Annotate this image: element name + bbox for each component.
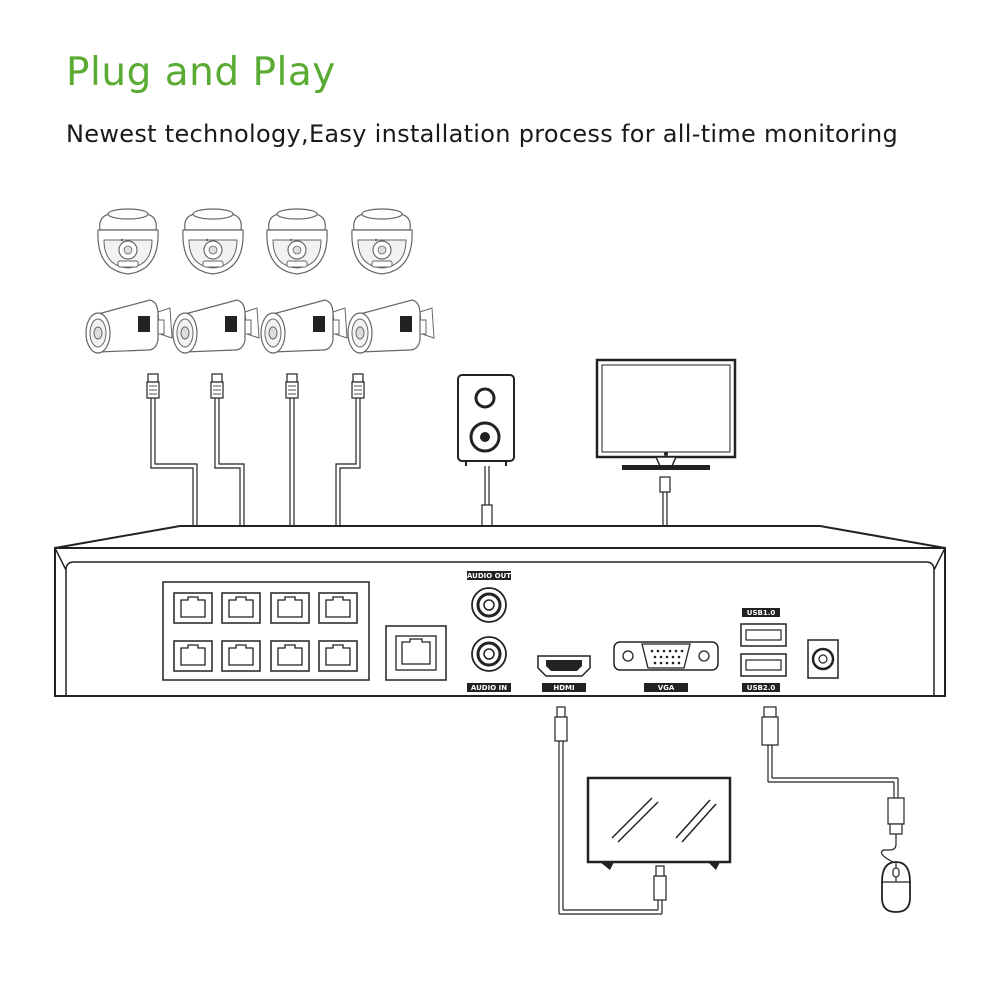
power-port[interactable] (807, 639, 839, 679)
wan-port[interactable] (385, 625, 447, 681)
bullet-camera-icon (260, 299, 348, 354)
rj45-plug-icon (210, 373, 224, 399)
lan-port[interactable] (221, 640, 261, 672)
dome-camera-icon (97, 208, 159, 275)
rj45-plug-icon (285, 373, 299, 399)
audio-out-port[interactable]: AUDIO OUT (467, 571, 511, 623)
usb1-port[interactable]: USB1.0 (740, 608, 787, 647)
lan-port[interactable] (221, 592, 261, 624)
lan-port[interactable] (173, 640, 213, 672)
ethernet-cable (150, 398, 361, 552)
usb1-label: USB1.0 (747, 609, 776, 617)
hdmi-cable (554, 706, 667, 915)
usb-cable (761, 706, 905, 865)
vga-label: VGA (658, 684, 675, 692)
monitor-icon (595, 358, 737, 470)
lan-port[interactable] (270, 592, 310, 624)
audio-in-port[interactable]: AUDIO IN (467, 636, 511, 692)
tv-icon (586, 776, 732, 870)
page-title: Plug and Play (66, 50, 336, 95)
rj45-plug-icon (351, 373, 365, 399)
hdmi-label: HDMI (553, 684, 574, 692)
bullet-camera-icon (85, 299, 173, 354)
dome-camera-icon (266, 208, 328, 275)
dome-camera-icon (182, 208, 244, 275)
audio-out-label: AUDIO OUT (467, 572, 511, 580)
dome-camera-icon (351, 208, 413, 275)
lan-port[interactable] (270, 640, 310, 672)
page-subtitle: Newest technology,Easy installation proc… (66, 120, 899, 148)
lan-port[interactable] (173, 592, 213, 624)
bullet-camera-icon (347, 299, 435, 354)
speaker-icon (457, 374, 515, 466)
lan-port[interactable] (318, 640, 358, 672)
lan-port[interactable] (318, 592, 358, 624)
bullet-camera-icon (172, 299, 260, 354)
vga-port[interactable]: VGA (613, 641, 719, 692)
rj45-plug-icon (146, 373, 160, 399)
mouse-icon (881, 861, 911, 913)
audio-in-label: AUDIO IN (471, 684, 507, 692)
usb2-label: USB2.0 (747, 684, 776, 692)
usb2-port[interactable]: USB2.0 (740, 653, 787, 692)
hdmi-port[interactable]: HDMI (537, 655, 591, 692)
